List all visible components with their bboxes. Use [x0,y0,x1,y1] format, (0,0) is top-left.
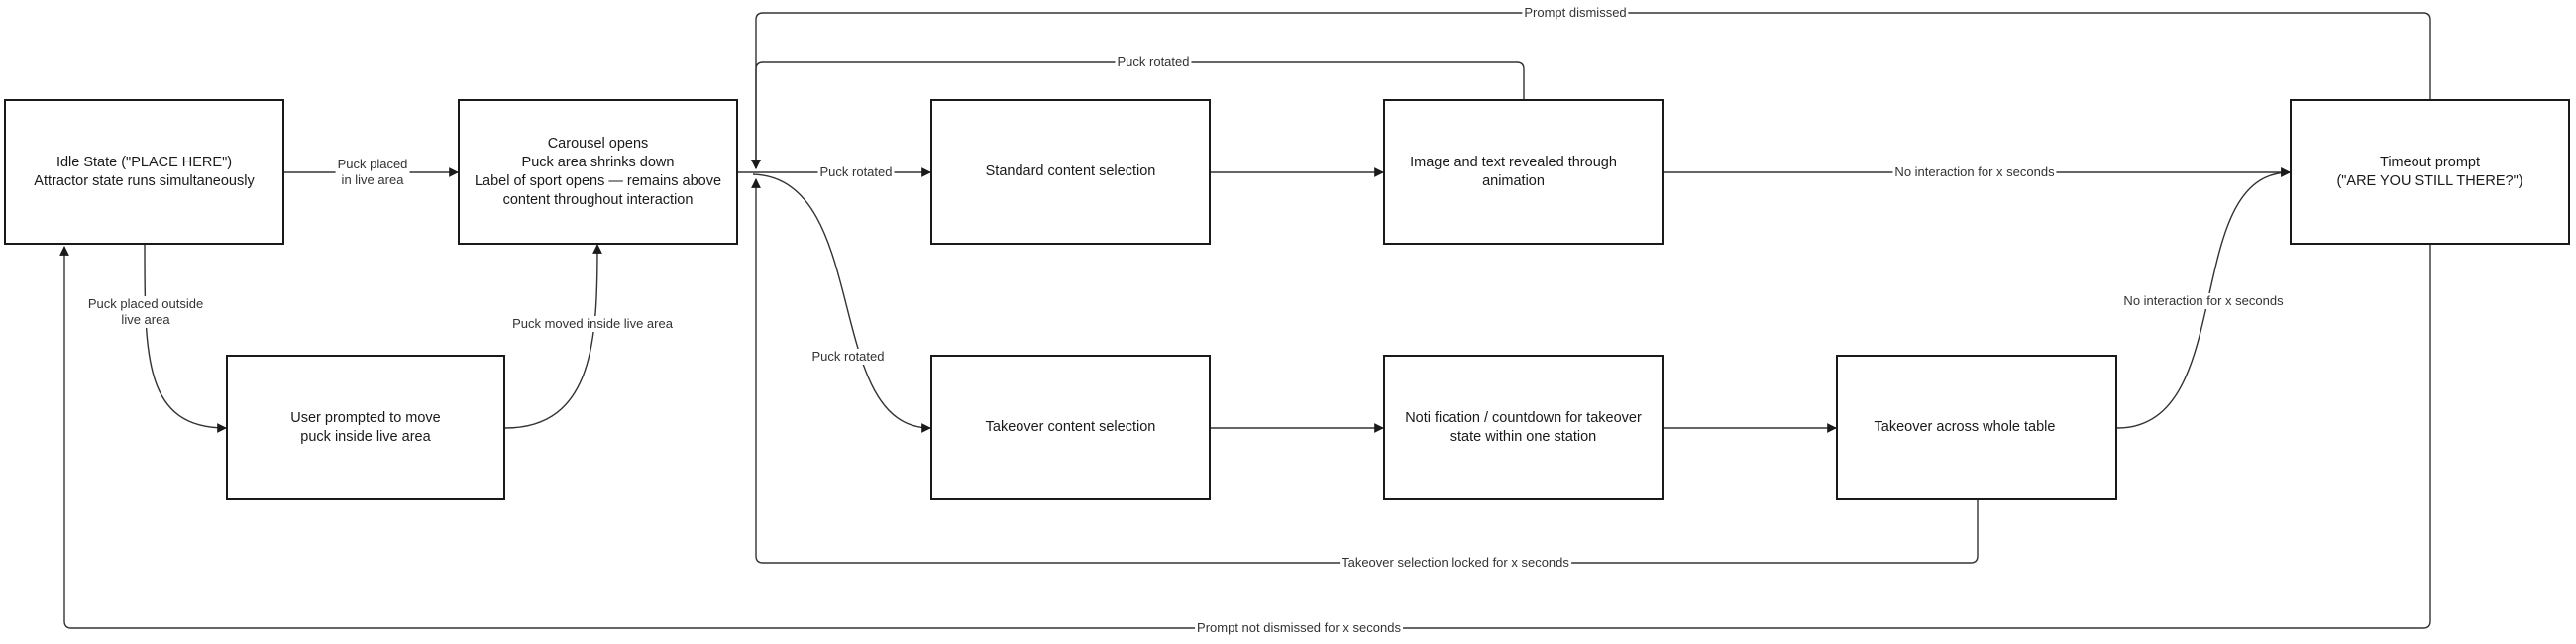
text-line: Noti fication / countdown for takeover [1405,409,1642,426]
text-line: Puck area shrinks down [521,154,675,170]
node-notification-countdown: Noti fication / countdown for takeover st… [1383,355,1664,500]
text-line: in live area [341,172,404,187]
label-puck-rotated-low: Puck rotated [809,349,887,365]
text-line: Image and text revealed through [1410,154,1617,170]
text-line: puck inside live area [300,428,431,445]
label-no-interaction-low: No interaction for x seconds [2121,293,2286,309]
node-timeout-prompt: Timeout prompt ("ARE YOU STILL THERE?") [2290,99,2570,245]
node-takeover-selection: Takeover content selection [930,355,1211,500]
text-line: content throughout interaction [502,191,694,208]
text-line: Idle State ("PLACE HERE") [55,154,233,170]
node-user-prompted: User prompted to move puck inside live ar… [226,355,505,500]
label-no-interaction-top: No interaction for x seconds [1892,164,2057,180]
text-line: Label of sport opens — remains above [474,172,722,189]
text-line: Prompt not dismissed for x seconds [1197,620,1401,635]
node-takeover-whole-table: Takeover across whole table [1836,355,2117,500]
text-line: Standard content selection [985,163,1156,179]
text-line: User prompted to move [290,409,441,426]
label-prompt-dismissed: Prompt dismissed [1522,5,1629,21]
node-image-text-reveal: Image and text revealed through animation [1383,99,1664,245]
label-puck-rotated-top: Puck rotated [1115,54,1192,70]
text-line: Puck rotated [811,349,885,364]
node-idle-state: Idle State ("PLACE HERE") Attractor state… [4,99,284,245]
label-prompt-not-dismissed: Prompt not dismissed for x seconds [1195,620,1403,636]
edge-idle-to-user-prompted [144,244,227,433]
label-puck-moved-inside: Puck moved inside live area [510,316,675,332]
text-line: Puck rotated [819,164,893,179]
text-line: Timeout prompt [2380,154,2480,170]
text-line: live area [121,312,170,327]
text-line: Carousel opens [547,135,649,152]
edge-user-prompted-to-carousel [504,244,602,429]
text-line: Takeover selection locked for x seconds [1342,555,1569,570]
text-line: Prompt dismissed [1524,5,1627,20]
text-line: state within one station [1449,428,1597,445]
text-line: Puck rotated [1117,54,1190,69]
text-line: Takeover across whole table [1874,419,2056,435]
text-line: No interaction for x seconds [1894,164,2055,179]
text-line: Puck placed [337,157,408,171]
text-line: Puck placed outside [87,296,204,311]
text-line: animation [1482,172,1545,189]
text-line: Takeover content selection [985,419,1156,435]
label-puck-rotated-mid: Puck rotated [817,164,895,180]
text-line: No interaction for x seconds [2123,293,2284,308]
edge-carousel-to-takeover-selection [752,173,931,433]
text-line: ("ARE YOU STILL THERE?") [2336,172,2523,189]
node-standard-content: Standard content selection [930,99,1211,245]
label-takeover-locked: Takeover selection locked for x seconds [1340,555,1571,571]
text-line: Attractor state runs simultaneously [34,172,255,189]
text-line: Puck moved inside live area [512,316,673,331]
